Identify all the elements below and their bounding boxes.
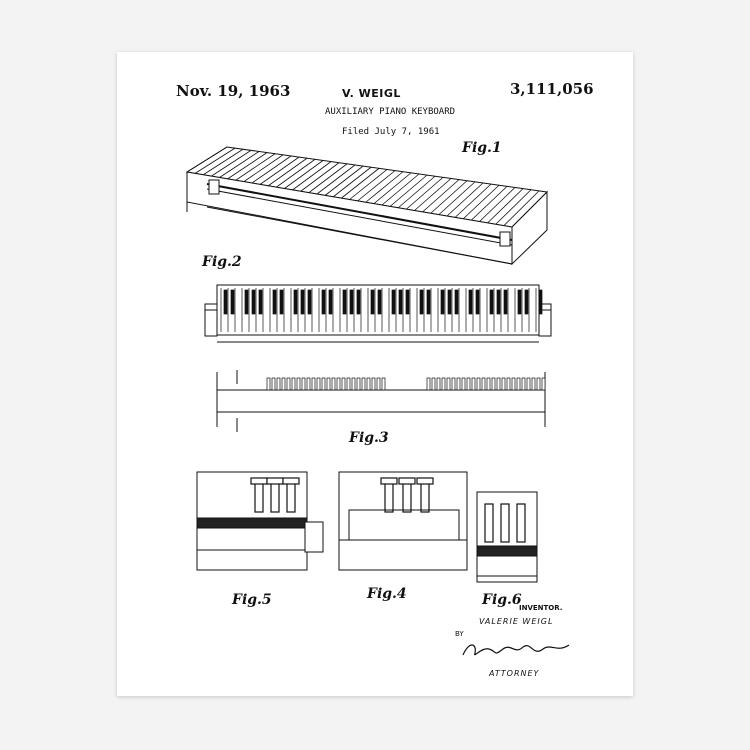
fig2-drawing (205, 285, 551, 342)
fig6-label: Fig.6 (482, 592, 522, 608)
attorney-signature (459, 635, 579, 663)
fig5-label: Fig.5 (232, 592, 272, 608)
fig3-drawing (217, 370, 545, 432)
patent-poster: Nov. 19, 1963 V. WEIGL 3,111,056 AUXILIA… (117, 52, 633, 696)
inventor-label: INVENTOR. (519, 604, 562, 612)
fig6-drawing (477, 492, 537, 582)
fig5-drawing (197, 472, 323, 570)
fig1-label: Fig.1 (462, 140, 502, 156)
fig4-drawing (339, 472, 467, 570)
fig2-label: Fig.2 (202, 254, 242, 270)
fig3-label: Fig.3 (349, 430, 389, 446)
fig4-label: Fig.4 (367, 586, 407, 602)
inventor-name: VALERIE WEIGL (479, 617, 553, 626)
attorney-label: ATTORNEY (489, 669, 539, 678)
fig1-drawing (187, 147, 547, 264)
